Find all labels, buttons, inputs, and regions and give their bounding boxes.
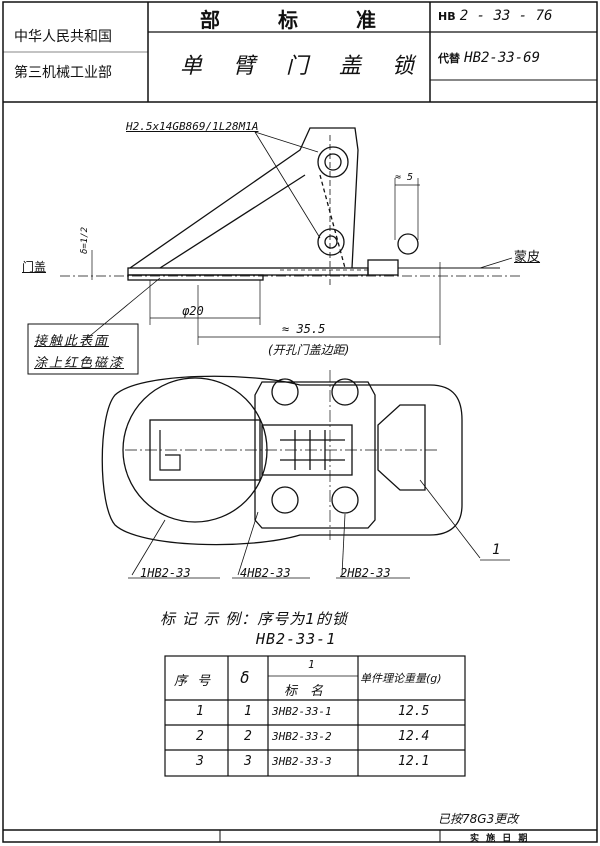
table-header-name: 标 名 — [284, 684, 324, 699]
ministry-country-label: 中华人民共和国 — [14, 29, 112, 45]
part-label-1hb: 1HB2-33 — [140, 566, 191, 580]
table-header-part-no: 1 — [308, 658, 315, 671]
row-3-seq: 3 — [196, 754, 204, 769]
row-1-delta: 1 — [244, 704, 252, 719]
phi-20-label: φ20 — [182, 304, 204, 318]
marking-example-title: 标 记 示 例：序号为1的锁 — [160, 610, 348, 628]
dim-35-note: (开孔门盖边距) — [268, 343, 350, 357]
revision-note: 已按78G3更改 — [438, 812, 519, 826]
note-box — [27, 323, 139, 375]
part-label-4hb: 4HB2-33 — [240, 566, 291, 580]
row-1-seq: 1 — [196, 704, 204, 719]
replaced-standard: 代替 HB2-33-69 — [438, 50, 540, 66]
door-cover-label: 门盖 — [22, 260, 47, 274]
thread-callout: H2.5x14GB869/1L28M1A — [126, 120, 259, 133]
row-2-delta: 2 — [244, 729, 252, 744]
row-2-weight: 12.4 — [398, 729, 430, 744]
side-view — [60, 127, 520, 345]
row-1-weight: 12.5 — [398, 704, 430, 719]
row-2-part: 3HB2-33-2 — [272, 730, 332, 743]
balloon-1-label: 1 — [492, 542, 501, 558]
row-1-part: 3HB2-33-1 — [272, 705, 332, 718]
table-header-delta: δ — [240, 668, 250, 687]
row-3-weight: 12.1 — [398, 754, 430, 769]
row-3-delta: 3 — [244, 754, 252, 769]
part-label-2hb: 2HB2-33 — [340, 566, 391, 580]
row-2-seq: 2 — [196, 729, 204, 744]
table-header-seq: 序 号 — [174, 674, 214, 689]
replace-number-value: HB2-33-69 — [464, 50, 540, 66]
standard-prefix: HB — [438, 10, 456, 23]
note-line-1: 接触此表面 — [34, 334, 110, 349]
replace-prefix: 代替 — [438, 52, 460, 65]
skin-label: 蒙皮 — [514, 250, 541, 265]
delta-label: δ=1/2 — [80, 226, 90, 254]
standard-title: 部 标 准 — [200, 8, 382, 32]
standard-number-value: 2 - 33 - 76 — [459, 8, 553, 24]
table-header-weight: 单件理论重量(g) — [360, 672, 442, 685]
data-table-grid — [164, 655, 466, 777]
ministry-name-label: 第三机械工业部 — [14, 65, 112, 81]
note-line-2: 涂上红色磁漆 — [34, 356, 125, 371]
dim-5-label: ≈ 5 — [395, 172, 414, 183]
dim-35-label: ≈ 35.5 — [282, 322, 326, 336]
marking-example-code: HB2-33-1 — [256, 630, 337, 648]
plan-view — [101, 370, 510, 579]
document-name: 单 臂 门 盖 锁 — [180, 54, 426, 79]
row-3-part: 3HB2-33-3 — [272, 755, 332, 768]
effective-date-label: 实 施 日 期 — [470, 834, 530, 844]
standard-number: HB 2 - 33 - 76 — [438, 8, 552, 24]
